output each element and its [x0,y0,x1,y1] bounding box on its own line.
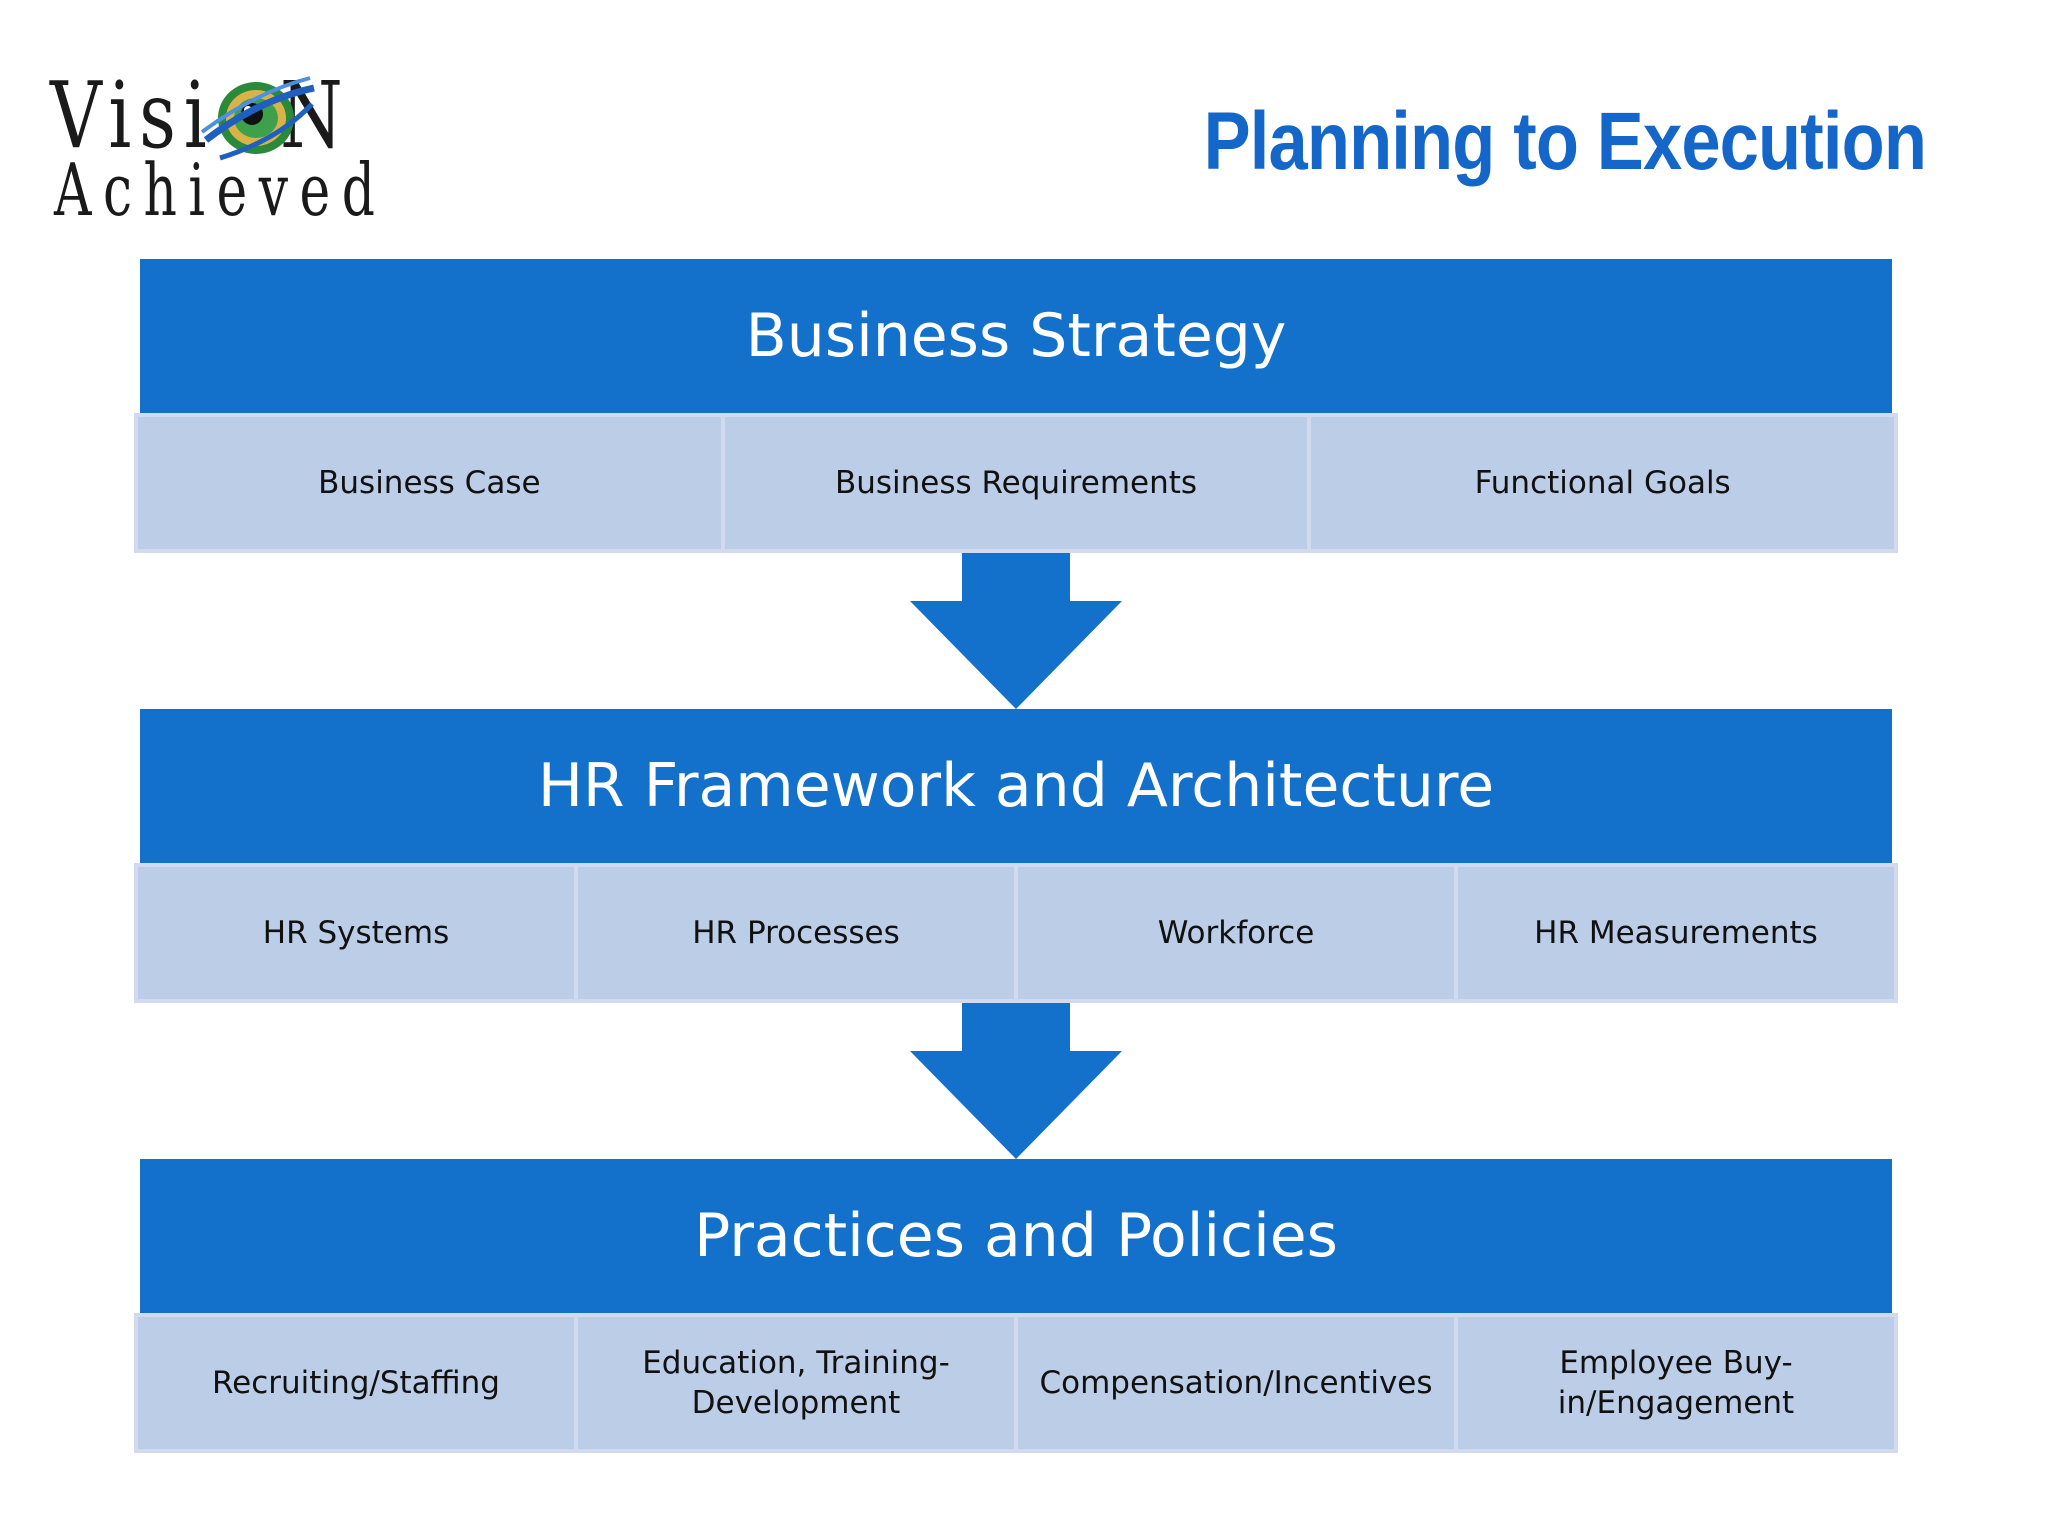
item-recruiting-staffing: Recruiting/Staffing [138,1317,574,1449]
item-functional-goals: Functional Goals [1311,417,1895,549]
item-business-case: Business Case [138,417,721,549]
section-heading: HR Framework and Architecture [140,709,1892,863]
logo-word-achieved: Achieved [54,148,387,232]
section-heading: Practices and Policies [140,1159,1892,1313]
down-arrow-2 [910,1003,1122,1159]
section-hr-framework: HR Framework and Architecture HR Systems… [134,709,1898,1003]
eye-globe-icon [200,76,315,161]
section-items: Recruiting/Staffing Education, Training-… [134,1313,1898,1453]
item-education-training: Education, Training- Development [578,1317,1014,1449]
item-employee-engagement: Employee Buy- in/Engagement [1458,1317,1894,1449]
section-business-strategy: Business Strategy Business Case Business… [134,259,1898,553]
item-compensation-incentives: Compensation/Incentives [1018,1317,1454,1449]
section-items: HR Systems HR Processes Workforce HR Mea… [134,863,1898,1003]
page-title: Planning to Execution [1203,96,1927,187]
item-hr-processes: HR Processes [578,867,1014,999]
item-hr-systems: HR Systems [138,867,574,999]
section-practices-policies: Practices and Policies Recruiting/Staffi… [134,1159,1898,1453]
item-workforce: Workforce [1018,867,1454,999]
section-heading: Business Strategy [140,259,1892,413]
item-hr-measurements: HR Measurements [1458,867,1894,999]
item-business-requirements: Business Requirements [724,417,1308,549]
down-arrow-1 [910,553,1122,709]
section-items: Business Case Business Requirements Func… [134,413,1898,553]
